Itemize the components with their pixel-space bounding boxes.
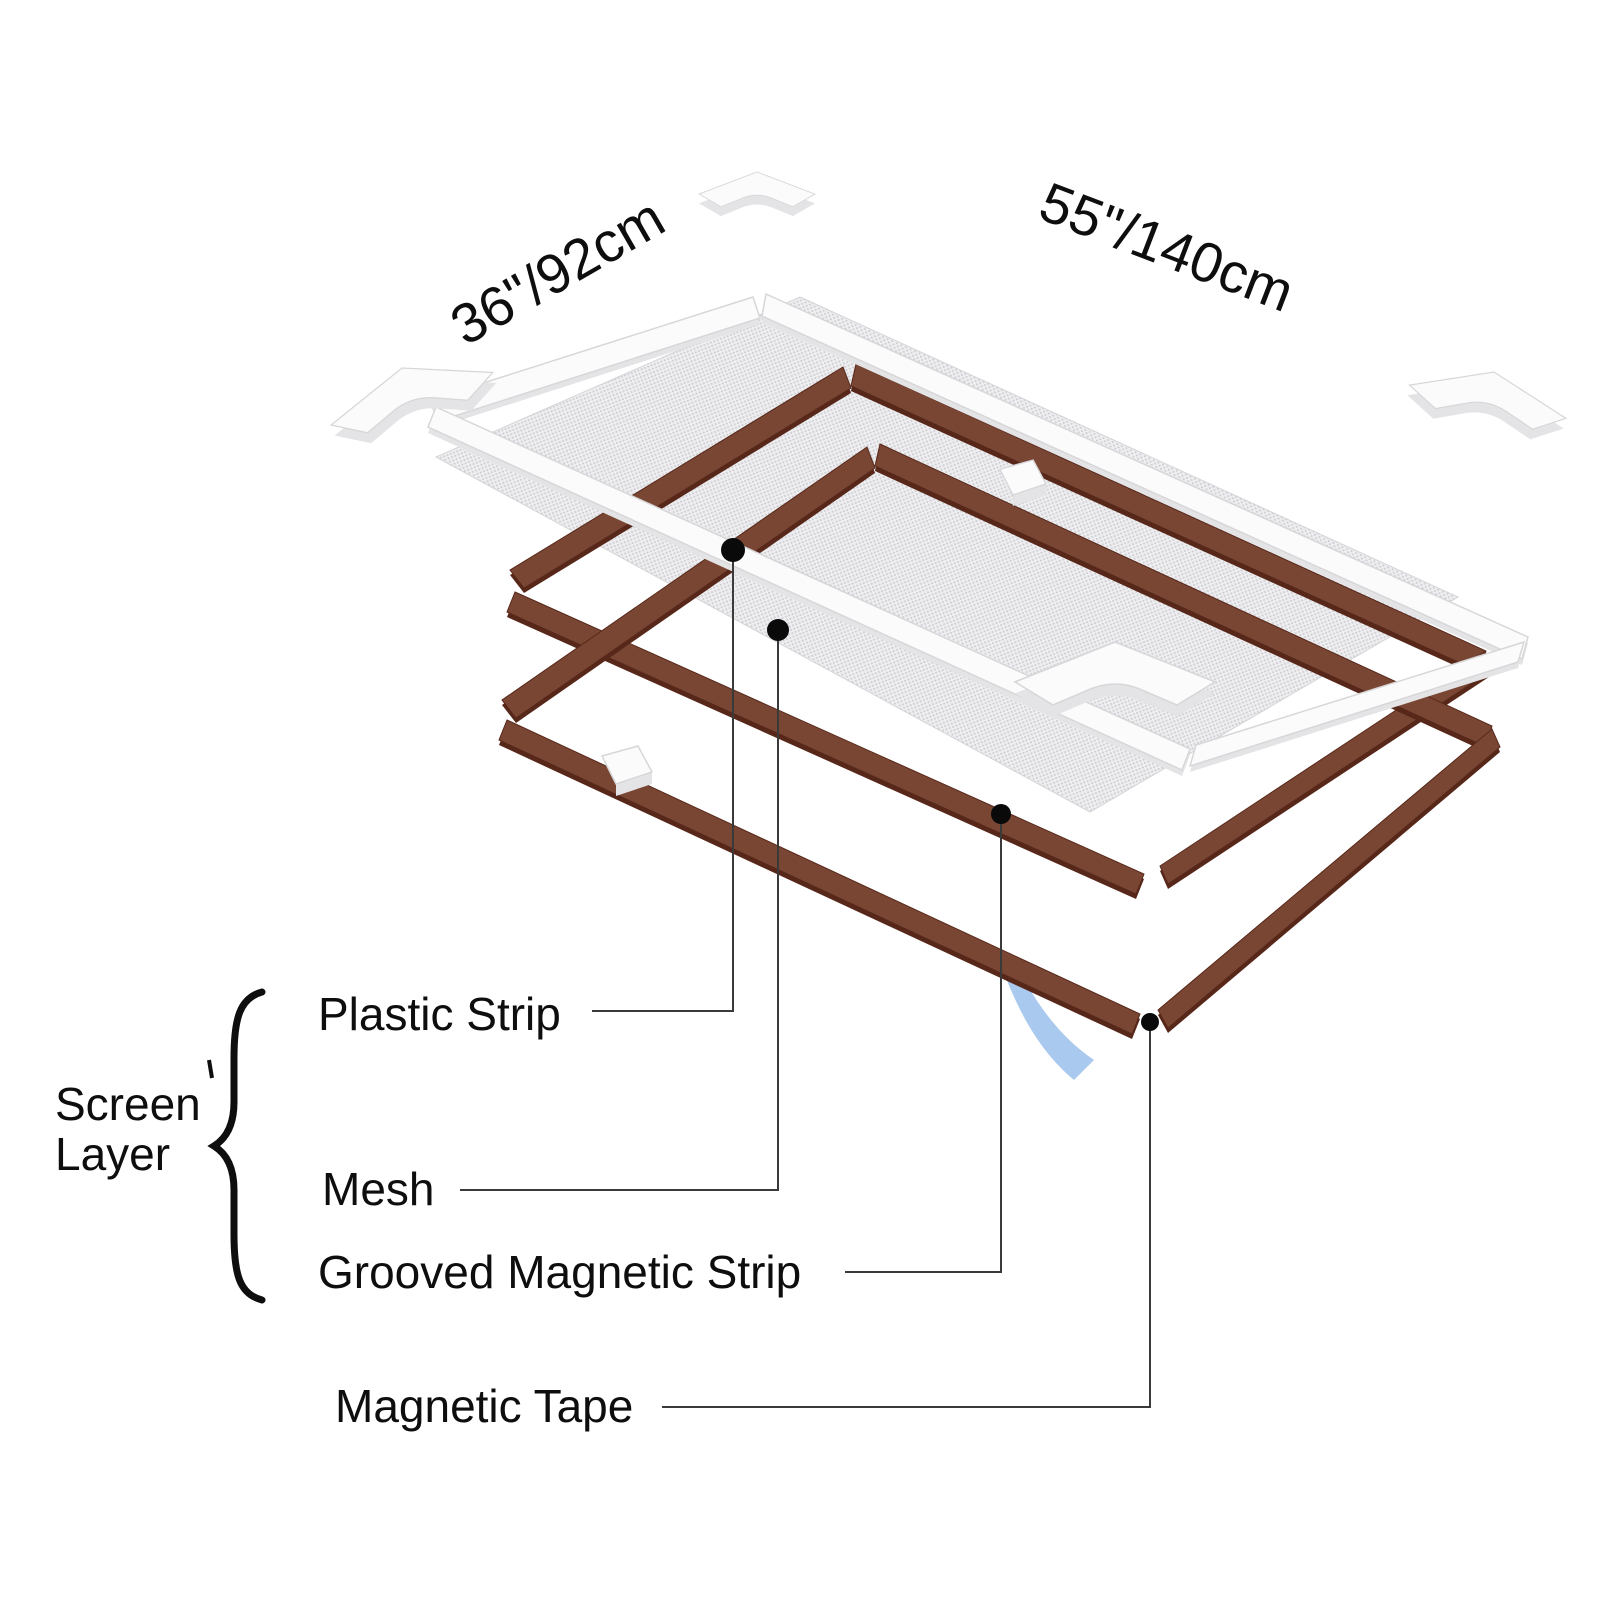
clip-piece-left [600, 745, 654, 796]
leader-line-plastic-strip [592, 550, 734, 1012]
dimension-label-front: 55"/140cm [1032, 170, 1303, 324]
dimension-label-side: 36"/92cm [440, 185, 675, 357]
annotation-dot-plastic-strip [721, 538, 745, 562]
tick-mark [207, 1059, 214, 1079]
leader-line-mesh [460, 630, 779, 1191]
screen-layer-label-line2: Layer [55, 1128, 170, 1180]
corner-connector-top [698, 171, 816, 217]
corner-connector-right [1403, 354, 1573, 446]
annotation-dot-magnetic-tape [1141, 1013, 1159, 1031]
screen-layer-brace [207, 988, 266, 1304]
label-mesh: Mesh [322, 1163, 434, 1215]
screen-layer-label-line1: Screen [55, 1078, 201, 1130]
label-grooved-magnetic-strip: Grooved Magnetic Strip [318, 1246, 801, 1298]
clip-piece-right [999, 459, 1047, 506]
label-magnetic-tape: Magnetic Tape [335, 1380, 633, 1432]
annotation-dot-grooved-strip [991, 804, 1011, 824]
annotation-dot-mesh [767, 619, 789, 641]
leader-line-grooved-strip [845, 814, 1002, 1273]
leader-line-magnetic-tape [662, 1022, 1151, 1408]
label-plastic-strip: Plastic Strip [318, 988, 561, 1040]
